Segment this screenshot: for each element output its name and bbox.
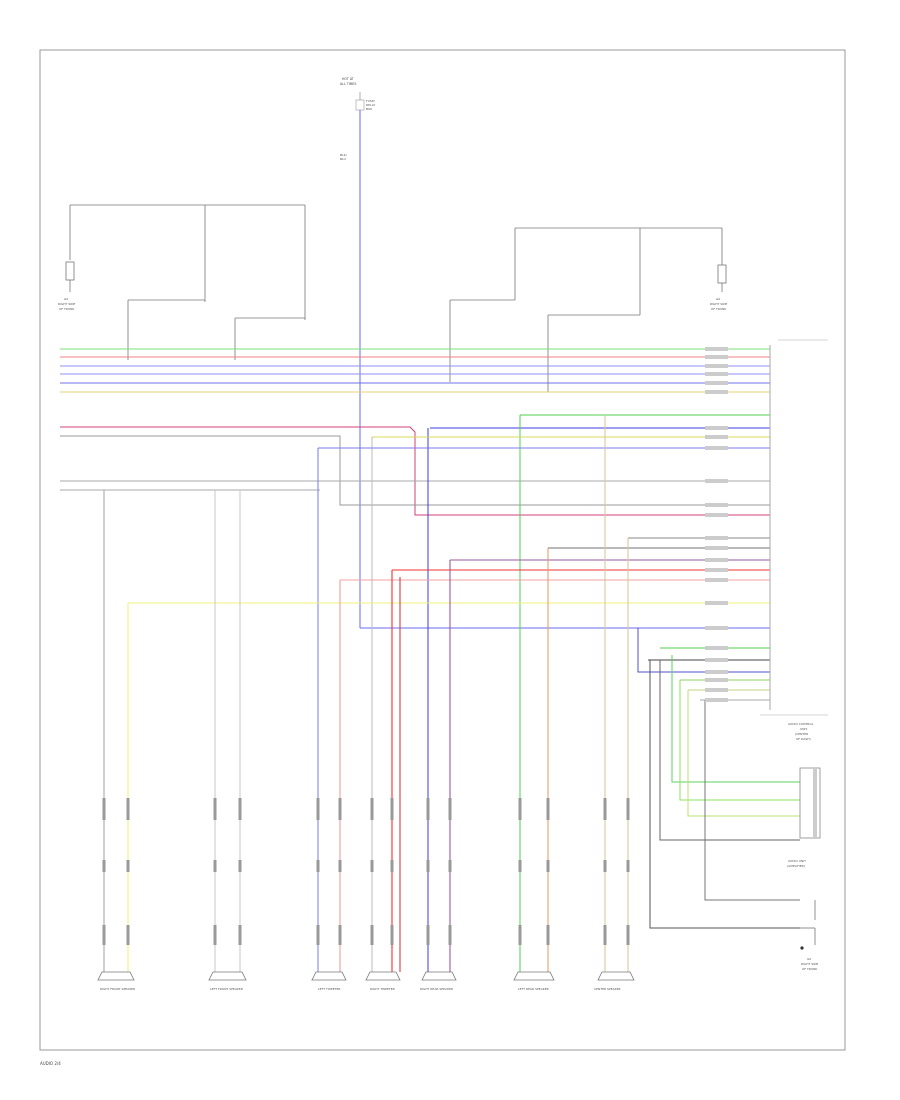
svg-text:FUSE/: FUSE/ — [366, 99, 376, 103]
speaker-symbols — [97, 971, 635, 981]
svg-text:G0: G0 — [716, 297, 720, 301]
label-center-speaker: CENTER SPEAKER — [594, 987, 621, 991]
label-right-tweeter: RIGHT TWEETER — [370, 987, 395, 991]
svg-text:AUDIO CONTROL: AUDIO CONTROL — [788, 722, 814, 726]
speaker-left-tweeter — [311, 971, 347, 981]
svg-text:BLU: BLU — [340, 157, 346, 161]
speaker-labels: RIGHT FRONT SPEAKER LEFT FRONT SPEAKER L… — [100, 987, 621, 991]
speaker-right-tweeter — [365, 971, 401, 981]
speaker-left-front — [208, 971, 247, 981]
svg-text:RIGHT SIDE: RIGHT SIDE — [710, 302, 727, 306]
svg-text:RIGHT SIDE: RIGHT SIDE — [58, 302, 75, 306]
speaker-right-front — [97, 971, 135, 981]
svg-text:(CENTER: (CENTER — [795, 732, 808, 736]
speaker-feeds — [103, 415, 770, 972]
audio-control-unit: AUDIO CONTROL UNIT (CENTER OF DASH) — [760, 714, 828, 741]
diagram-border — [39, 49, 846, 1051]
label-right-front-speaker: RIGHT FRONT SPEAKER — [100, 987, 135, 991]
connector-pins — [705, 339, 828, 710]
left-ground-circuit — [65, 204, 306, 360]
svg-text:BLK/: BLK/ — [340, 153, 348, 157]
bottom-ground: G0 RIGHT SIDE OF TRUNK — [800, 900, 818, 971]
label-right-rear-speaker: RIGHT REAR SPEAKER — [420, 987, 453, 991]
audio-amplifier: AUDIO UNIT (AMPLIFIER) — [787, 767, 821, 868]
inline-connectors — [102, 798, 630, 945]
svg-text:OF TRUNK: OF TRUNK — [711, 307, 727, 311]
label-left-front-speaker: LEFT FRONT SPEAKER — [210, 987, 243, 991]
speaker-center — [597, 971, 635, 981]
label-left-rear-speaker: LEFT REAR SPEAKER — [518, 987, 549, 991]
svg-text:G0: G0 — [64, 297, 68, 301]
svg-text:OF TRUNK: OF TRUNK — [59, 307, 75, 311]
bus-wires — [60, 348, 770, 972]
svg-text:G0: G0 — [807, 957, 811, 961]
fuse-feed: HOT AT ALL TIMES FUSE/ RELAY BOX BLK/ BL… — [340, 77, 770, 629]
svg-text:OF TRUNK: OF TRUNK — [802, 967, 818, 971]
speaker-left-rear — [513, 971, 555, 981]
svg-text:RELAY: RELAY — [366, 103, 376, 107]
diagram-footer: AUDIO 2/4 — [40, 1061, 61, 1066]
svg-text:BOX: BOX — [366, 107, 372, 111]
label-left-tweeter: LEFT TWEETER — [318, 987, 340, 991]
speaker-right-rear — [421, 971, 457, 981]
svg-text:AUDIO UNIT: AUDIO UNIT — [788, 859, 806, 863]
svg-text:RIGHT SIDE: RIGHT SIDE — [801, 962, 818, 966]
svg-text:OF DASH): OF DASH) — [796, 737, 811, 741]
right-ground-circuit — [449, 227, 727, 392]
svg-text:(AMPLIFIER): (AMPLIFIER) — [787, 864, 805, 868]
svg-text:UNIT: UNIT — [800, 727, 807, 731]
svg-text:HOT AT: HOT AT — [342, 77, 354, 81]
svg-text:ALL TIMES: ALL TIMES — [340, 82, 356, 86]
